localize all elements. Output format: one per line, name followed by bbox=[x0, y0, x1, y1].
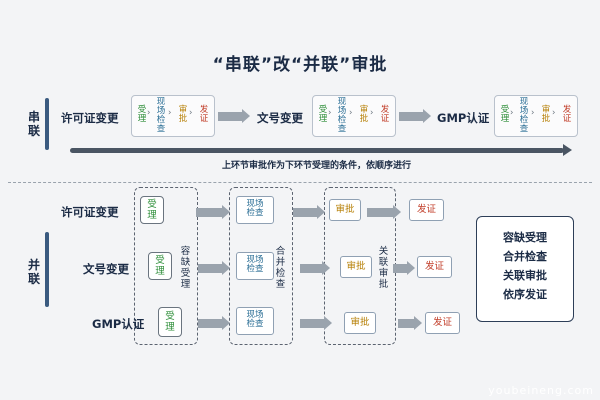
chevron-right-icon: › bbox=[349, 108, 353, 118]
column-accept-box bbox=[134, 187, 198, 345]
inspect-box: 现场检查 bbox=[236, 252, 274, 280]
step-issue: 发证 bbox=[562, 105, 572, 124]
step-approve: 审批 bbox=[178, 105, 188, 124]
step-inspect: 现场检查 bbox=[156, 97, 166, 134]
serial-group-name: GMP认证 bbox=[437, 111, 490, 125]
column-caption: 关联审批 bbox=[378, 246, 389, 290]
serial-caption: 上环节审批作为下环节受理的条件，依顺序进行 bbox=[222, 161, 412, 171]
step-issue: 发证 bbox=[199, 105, 209, 124]
summary-line: 关联审批 bbox=[503, 269, 547, 282]
inspect-box: 现场检查 bbox=[236, 196, 274, 224]
arrow-right-icon bbox=[293, 205, 325, 219]
summary-line: 容缺受理 bbox=[503, 231, 547, 244]
approve-box: 审批 bbox=[344, 312, 376, 334]
step-accept: 受理 bbox=[318, 105, 328, 124]
parallel-row-name: GMP认证 bbox=[92, 317, 145, 331]
sequence-arrow bbox=[70, 144, 572, 156]
serial-group-steps: 受理 现场检查 审批 发证 › › › bbox=[131, 95, 215, 137]
serial-group-name: 文号变更 bbox=[257, 111, 303, 125]
arrow-right-icon bbox=[399, 109, 431, 123]
section-divider bbox=[8, 182, 592, 183]
serial-section-bar bbox=[45, 98, 49, 150]
arrow-right-icon bbox=[367, 205, 401, 219]
chevron-right-icon: › bbox=[147, 108, 151, 118]
arrow-right-icon bbox=[218, 109, 250, 123]
arrow-right-icon bbox=[300, 316, 332, 330]
chevron-right-icon: › bbox=[370, 108, 374, 118]
summary-line: 合并检查 bbox=[503, 250, 547, 263]
accept-tab: 受理 bbox=[148, 252, 172, 280]
issue-box: 发证 bbox=[425, 312, 460, 334]
accept-tab: 受理 bbox=[140, 196, 164, 224]
chevron-right-icon: › bbox=[168, 108, 172, 118]
arrow-right-icon bbox=[198, 316, 230, 330]
serial-group-name: 许可证变更 bbox=[61, 111, 119, 125]
chevron-right-icon: › bbox=[328, 108, 332, 118]
parallel-section-label: 并联 bbox=[27, 258, 40, 286]
serial-group-steps: 受理 现场检查 审批 发证 › › › bbox=[494, 95, 578, 137]
parallel-row-name: 文号变更 bbox=[83, 262, 129, 276]
chevron-right-icon: › bbox=[531, 108, 535, 118]
serial-group-steps: 受理 现场检查 审批 发证 › › › bbox=[312, 95, 396, 137]
parallel-section-bar bbox=[45, 232, 49, 307]
step-approve: 审批 bbox=[541, 105, 551, 124]
step-inspect: 现场检查 bbox=[519, 97, 529, 134]
step-accept: 受理 bbox=[500, 105, 510, 124]
arrow-right-icon bbox=[198, 261, 230, 275]
arrow-right-icon bbox=[300, 261, 330, 275]
column-caption: 合并检查 bbox=[275, 246, 286, 290]
step-issue: 发证 bbox=[380, 105, 390, 124]
step-accept: 受理 bbox=[137, 105, 147, 124]
inspect-box: 现场检查 bbox=[236, 307, 274, 335]
issue-box: 发证 bbox=[409, 199, 444, 221]
step-inspect: 现场检查 bbox=[337, 97, 347, 134]
accept-tab: 受理 bbox=[158, 307, 182, 337]
chevron-right-icon: › bbox=[552, 108, 556, 118]
summary-box: 容缺受理 合并检查 关联审批 依序发证 bbox=[476, 216, 574, 322]
watermark: youbeineng.com bbox=[488, 384, 594, 397]
issue-box: 发证 bbox=[417, 256, 452, 278]
chevron-right-icon: › bbox=[189, 108, 193, 118]
parallel-row-name: 许可证变更 bbox=[61, 205, 119, 219]
column-caption: 容缺受理 bbox=[180, 246, 191, 290]
serial-section-label: 串联 bbox=[27, 110, 40, 138]
approve-box: 审批 bbox=[329, 199, 361, 221]
step-approve: 审批 bbox=[359, 105, 369, 124]
diagram-title: “串联”改“并联”审批 bbox=[212, 55, 388, 75]
arrow-right-icon bbox=[196, 205, 230, 219]
summary-line: 依序发证 bbox=[503, 288, 547, 301]
arrow-right-icon bbox=[393, 261, 415, 275]
chevron-right-icon: › bbox=[510, 108, 514, 118]
arrow-right-icon bbox=[398, 316, 422, 330]
approve-box: 审批 bbox=[340, 256, 372, 278]
